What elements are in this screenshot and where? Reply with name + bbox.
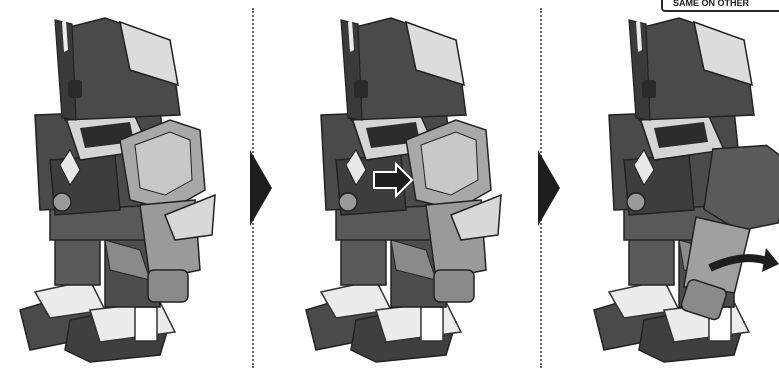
robot-figure <box>256 0 536 372</box>
robot-figure <box>0 0 250 372</box>
step-panel-3 <box>544 0 779 372</box>
step-panel-2 <box>256 0 536 372</box>
step-panel-1 <box>0 0 250 372</box>
robot-figure <box>544 0 779 372</box>
